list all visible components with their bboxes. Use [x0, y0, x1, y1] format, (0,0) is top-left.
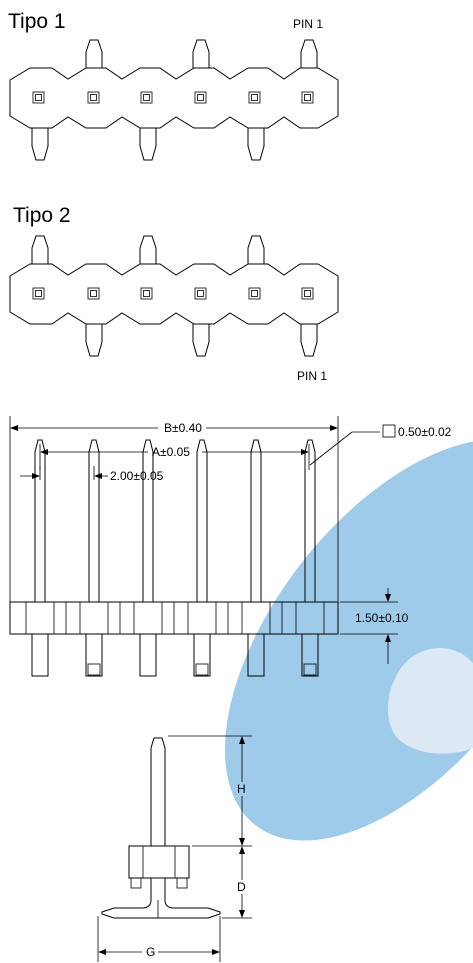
- type2-pin-square-3: [140, 287, 153, 300]
- type1-view: Tipo 1 PIN 1: [8, 10, 339, 161]
- type1-pin-down-1: [31, 128, 49, 161]
- front-pin-2-lower: [85, 634, 103, 677]
- type1-pin-down-3: [139, 128, 157, 161]
- front-pin-1-upper: [34, 439, 46, 602]
- type1-pin-square-6: [301, 91, 314, 104]
- dim-g-label: G: [146, 945, 155, 959]
- side-insulator: [128, 845, 190, 879]
- front-pin-4-upper: [196, 439, 208, 602]
- dim-pin-square-label: 0.50±0.02: [398, 425, 452, 439]
- type2-pin-label: PIN 1: [297, 369, 327, 383]
- type1-pin-up-6: [300, 39, 318, 68]
- type1-pin-up-2: [85, 39, 103, 68]
- dim-h-label: H: [237, 782, 246, 796]
- dim-g: G: [97, 916, 221, 962]
- dim-pin-square: 0.50±0.02: [309, 424, 452, 466]
- type2-view: Tipo 2 PIN 1: [9, 204, 339, 383]
- type1-pins-up: [85, 39, 318, 68]
- type1-pin-square-1: [32, 91, 45, 104]
- type1-pin-squares: [32, 91, 314, 104]
- front-pins-upper: [34, 439, 316, 602]
- type2-pin-up-5: [247, 235, 265, 264]
- type2-body: [9, 263, 339, 325]
- type2-title: Tipo 2: [13, 204, 71, 227]
- dim-insulator-label: 1.50±0.10: [355, 611, 409, 625]
- type2-pin-square-5: [248, 287, 261, 300]
- dim-d-label: D: [237, 880, 246, 894]
- side-pin-bent: [101, 878, 221, 919]
- front-pin-6-lower: [301, 634, 319, 677]
- type2-pin-down-4: [192, 324, 210, 357]
- dim-b: B±0.40: [9, 416, 339, 602]
- type1-pin-square-4: [194, 91, 207, 104]
- watermark-ellipse-outer: [224, 439, 473, 841]
- dim-insulator: 1.50±0.10: [340, 588, 409, 664]
- type1-pin-down-5: [247, 128, 265, 161]
- type1-pin-label: PIN 1: [293, 17, 323, 31]
- front-pin-5-lower: [247, 634, 265, 677]
- type2-pins-down: [85, 324, 318, 357]
- front-pin-2-square: [87, 663, 101, 676]
- front-pin-3-lower: [139, 634, 157, 677]
- dim-pitch: 2.00±0.05: [20, 466, 164, 483]
- side-view: H D G: [97, 735, 252, 962]
- watermark-logo: [224, 439, 473, 841]
- square-symbol-icon: [382, 424, 396, 438]
- dim-a: A±0.05: [39, 444, 310, 470]
- type2-pin-square-2: [87, 287, 100, 300]
- dim-a-label: A±0.05: [152, 445, 190, 459]
- type2-pin-squares: [32, 287, 314, 300]
- type1-body: [9, 67, 339, 129]
- type2-pin-square-6: [301, 287, 314, 300]
- front-pin-1-lower: [31, 634, 49, 677]
- type1-pin-square-5: [248, 91, 261, 104]
- front-pin-2-upper: [88, 439, 100, 602]
- watermark-inner-shape: [387, 647, 473, 754]
- dim-b-label: B±0.40: [164, 421, 202, 435]
- dim-d: D: [222, 846, 252, 919]
- front-pin-3-upper: [142, 439, 154, 602]
- type1-pin-up-4: [192, 39, 210, 68]
- type1-pin-square-2: [87, 91, 100, 104]
- type1-pin-square-3: [140, 91, 153, 104]
- front-pin-6-upper: [304, 439, 316, 602]
- type1-pins-down: [31, 128, 265, 161]
- type2-pin-square-1: [32, 287, 45, 300]
- type2-pins-up: [31, 235, 265, 264]
- front-pin-5-upper: [250, 439, 262, 602]
- front-insulator: [9, 601, 339, 635]
- front-pin-4-lower: [193, 634, 211, 677]
- type2-pin-square-4: [194, 287, 207, 300]
- type2-pin-down-6: [300, 324, 318, 357]
- front-pins-lower: [31, 634, 319, 677]
- type2-pin-up-1: [31, 235, 49, 264]
- front-pin-4-square: [195, 663, 209, 676]
- type1-title: Tipo 1: [8, 10, 66, 33]
- side-pin-upper: [150, 737, 166, 846]
- front-pin-6-square: [303, 663, 317, 676]
- front-view: B±0.40 A±0.05 2.00±0.05 0.50±0.0: [9, 416, 452, 677]
- type2-pin-down-2: [85, 324, 103, 357]
- type2-pin-up-3: [139, 235, 157, 264]
- dim-pitch-label: 2.00±0.05: [110, 469, 164, 483]
